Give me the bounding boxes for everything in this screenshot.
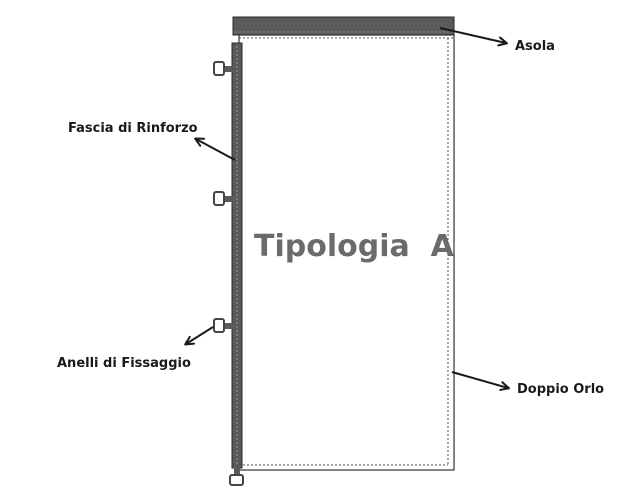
fascia-arrow: [194, 137, 236, 161]
doppio-orlo-label: Doppio Orlo: [517, 382, 604, 397]
asola-label: Asola: [515, 39, 555, 54]
anelli-label: Anelli di Fissaggio: [57, 356, 191, 371]
anelli-arrow: [184, 326, 214, 346]
reinforcement-strip: [231, 42, 243, 469]
asola-arrow: [439, 27, 508, 47]
doppio-orlo-arrow: [451, 371, 510, 391]
diagram-title: Tipologia A: [254, 229, 455, 264]
fascia-label: Fascia di Rinforzo: [68, 121, 198, 136]
fixing-ring-1: [213, 61, 234, 76]
fixing-ring-3: [213, 318, 234, 333]
sleeve-band: [232, 16, 455, 36]
banner-panel: [238, 34, 455, 471]
fixing-ring-4: [229, 466, 244, 486]
fixing-ring-2: [213, 191, 234, 206]
banner-flag: [238, 34, 455, 471]
